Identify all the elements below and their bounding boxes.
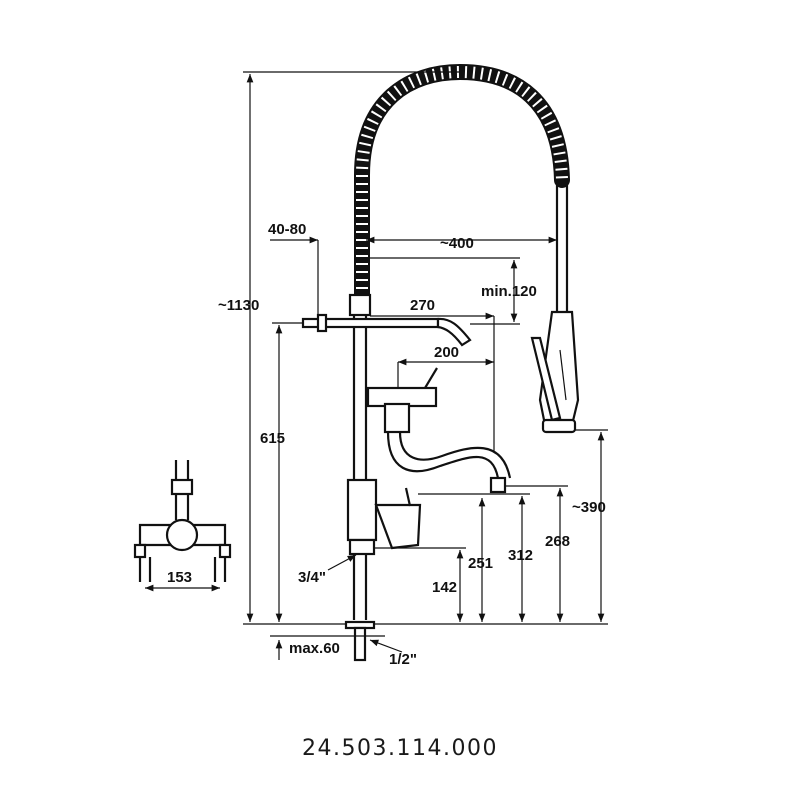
swivel-spout: [386, 431, 512, 494]
label-h142: 142: [432, 579, 457, 596]
support-arm: [301, 313, 472, 347]
label-arm-length: 270: [410, 297, 435, 314]
bottom-fixing: [344, 620, 376, 662]
dimension-lines: [145, 71, 608, 660]
side-view: [133, 460, 232, 582]
valve-assembly: [366, 367, 438, 434]
main-column: [348, 293, 372, 620]
label-thread-size: 1/2": [389, 651, 417, 668]
label-h251: 251: [468, 555, 493, 572]
label-h268: 268: [545, 533, 570, 550]
label-h312: 312: [508, 547, 533, 564]
part-number: 24.503.114.000: [302, 736, 498, 761]
label-min-clearance: min.120: [481, 283, 537, 300]
spray-head: [530, 310, 580, 434]
label-deck-thickness: max.60: [289, 640, 340, 657]
mixer-body: [346, 478, 422, 556]
spray-hose: [555, 185, 569, 312]
label-wall-spacing: 153: [167, 569, 192, 586]
label-inlet-size: 3/4": [298, 569, 326, 586]
label-reach: ~400: [440, 235, 474, 252]
label-spout-length: 200: [434, 344, 459, 361]
coil-spring: [354, 63, 570, 313]
label-arm-height: 615: [260, 430, 285, 447]
label-total-height: ~1130: [218, 297, 259, 314]
label-spray-height: ~390: [572, 499, 606, 516]
label-mount-range: 40-80: [268, 221, 306, 238]
